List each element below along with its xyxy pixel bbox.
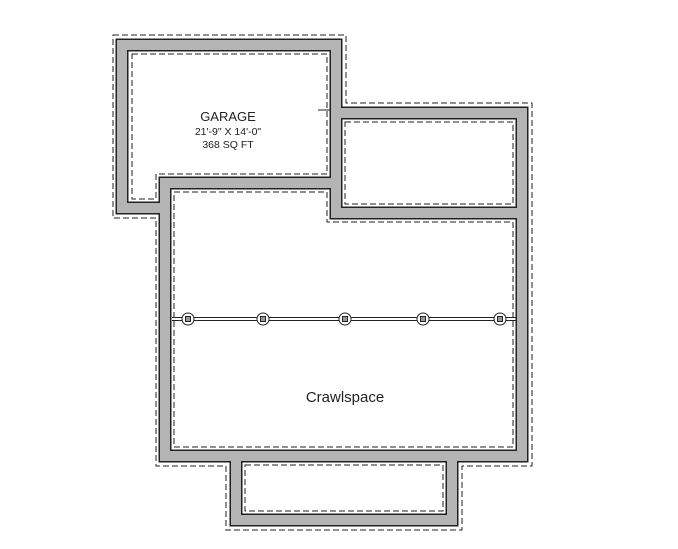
pier [338,312,352,326]
garage-footing-line [131,53,328,200]
garage-area: 368 SQ FT [202,139,254,151]
outer-footing-line [112,34,533,531]
footing-lines [112,34,533,531]
crawlspace-footing-line [173,191,514,448]
side-room-footing-line [344,121,514,205]
pier [256,312,270,326]
pier [493,312,507,326]
crawlspace-label: Crawlspace [306,389,384,406]
garage-label: GARAGE [200,109,256,124]
pier [416,312,430,326]
interior-wall-fill [160,113,522,461]
pier [181,312,195,326]
walls [115,38,529,527]
exterior-wall-fill [117,40,527,525]
garage-dimensions: 21'-9" X 14'-0" [195,126,262,138]
piers [181,312,507,326]
bump-footing-line [244,464,444,512]
